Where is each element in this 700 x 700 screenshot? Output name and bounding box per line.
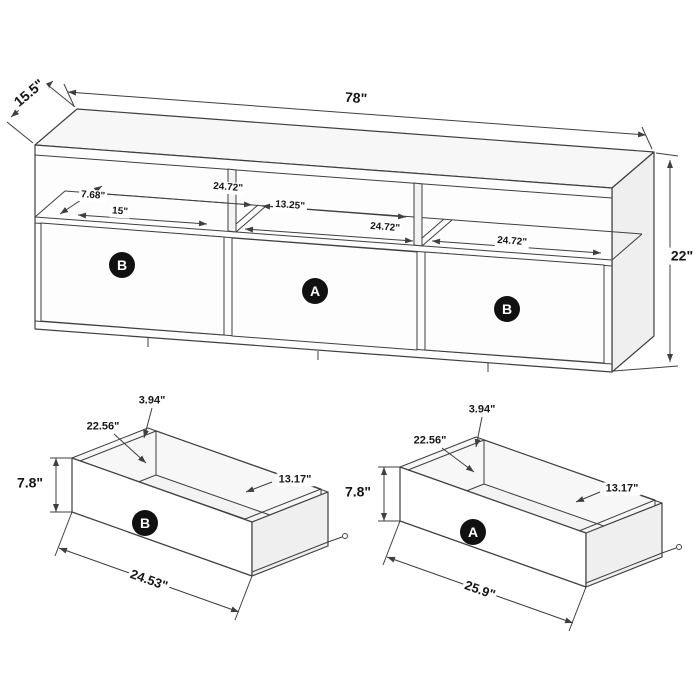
drawer-b-tag: B — [132, 510, 158, 536]
drawer-b-side-panel — [251, 491, 329, 577]
extension-line — [234, 575, 253, 621]
cubby-left-front-width-label: 15" — [109, 205, 131, 219]
cubby-floor-side — [421, 219, 453, 247]
console-drawer-front-left — [40, 222, 225, 336]
drawer-a-leader — [575, 491, 601, 503]
drawer-a-slide-rail — [585, 552, 663, 584]
console-drawer-tag-middle: A — [302, 278, 328, 304]
extension-line — [382, 520, 401, 566]
drawer-b-height-label: 7.8" — [14, 474, 46, 492]
width-dimension-line — [67, 89, 647, 138]
drawer-b-top-rail-depth-label: 3.94" — [136, 394, 168, 408]
console-right-face — [611, 151, 655, 373]
drawer-b-leader — [143, 407, 153, 439]
cubby-dimension — [77, 212, 208, 227]
cubby-divider-left — [227, 168, 237, 233]
cubby-dimension — [79, 189, 253, 208]
console-width-label: 78" — [342, 88, 370, 108]
drawer-b-line-art — [71, 427, 348, 577]
drawer-b-slide-rail — [327, 536, 343, 543]
extension-line — [54, 511, 73, 557]
cubby-right-width-label: 24.72" — [494, 234, 530, 250]
drawer-a-slide-roller — [676, 544, 682, 550]
drawer-b-leader — [113, 433, 147, 464]
drawer-a-slide-rail — [661, 547, 677, 554]
drawer-a-leader — [441, 447, 475, 473]
drawer-b-inner-depth-label: 13.17" — [276, 473, 314, 487]
drawer-a-top-rail-depth-label: 3.94" — [466, 403, 498, 417]
cubby-floor-side — [611, 233, 643, 261]
cubby-middle-back-width-label: 13.25" — [272, 198, 308, 214]
extension-line — [641, 126, 653, 150]
cubby-left-depth-label: 7.68" — [78, 188, 108, 204]
console-drawer-tag-right: B — [494, 296, 520, 322]
drawer-a-inner-depth-label: 13.17" — [603, 482, 641, 496]
extension-line — [6, 121, 34, 144]
extension-line — [48, 85, 76, 108]
cubby-floor-side — [235, 205, 267, 233]
drawer-a-height-label: 7.8" — [342, 483, 374, 501]
cubby-divider-right — [413, 182, 423, 247]
drawer-a-side-panel — [585, 502, 663, 588]
drawer-a-tag: A — [460, 519, 486, 545]
drawer-b-leader — [245, 481, 273, 493]
drawer-a-line-art — [399, 436, 682, 588]
console-line-art — [34, 108, 655, 373]
cubby-middle-width-label: 24.72" — [367, 220, 403, 236]
drawer-a-leader — [474, 416, 483, 448]
extension-line — [613, 365, 679, 372]
extension-line — [655, 152, 679, 157]
cubby-dimension — [244, 226, 414, 244]
extension-line — [568, 586, 587, 632]
top-panel-inner-edge — [34, 154, 613, 199]
console-height-label: 22" — [668, 247, 696, 265]
cubby-left-back-width-label: 24.72" — [210, 180, 246, 196]
drawer-b-slide-roller — [342, 533, 348, 539]
drawer-b-inner-width-label: 22.56" — [84, 420, 122, 434]
drawer-b-slide-rail — [251, 541, 329, 573]
console-drawer-tag-left: B — [109, 252, 135, 278]
drawer-a-inner-width-label: 22.56" — [411, 434, 449, 448]
